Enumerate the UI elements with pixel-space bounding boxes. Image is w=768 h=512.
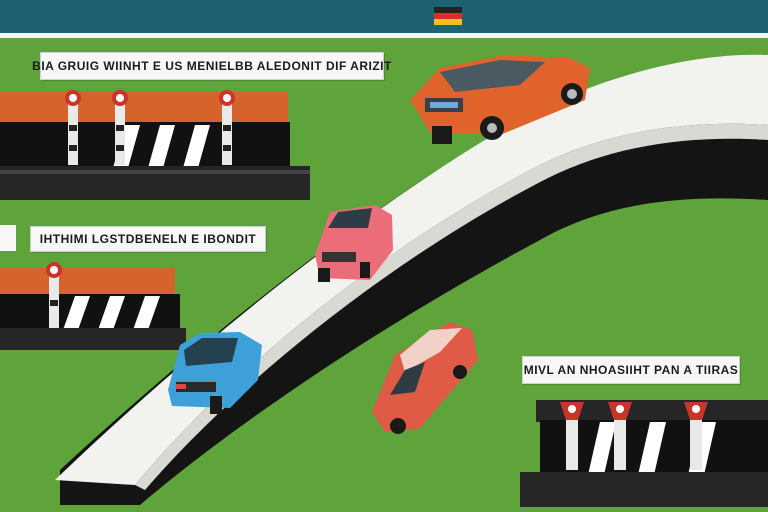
car-icon (315, 205, 393, 282)
car-icon (168, 332, 262, 414)
flag-icon (434, 7, 462, 25)
car-icon (410, 55, 590, 144)
traffic-light-icon (46, 262, 62, 328)
traffic-light-icon (65, 90, 81, 165)
barrier-top-left (0, 92, 310, 200)
traffic-light-icon (112, 90, 128, 165)
barrier-bottom-right (520, 400, 768, 507)
traffic-light-icon (219, 90, 235, 165)
side-tab (0, 225, 16, 251)
car-icon (372, 322, 478, 434)
top-bar (0, 0, 768, 33)
top-bar-divider (0, 33, 768, 38)
label-top: BIA GRUIG WIINHT E US MENIELBB ALEDONIT … (32, 52, 391, 80)
label-middle: IHTHIMI LGSTDBENELN E IBONDIT (30, 226, 266, 252)
traffic-light-icon (560, 402, 584, 470)
traffic-light-icon (684, 402, 708, 470)
barrier-middle-left (0, 268, 186, 350)
label-bottom: MIVL AN NHOASIIHT PAN A TIIRAS (522, 356, 740, 384)
traffic-light-icon (608, 402, 632, 470)
